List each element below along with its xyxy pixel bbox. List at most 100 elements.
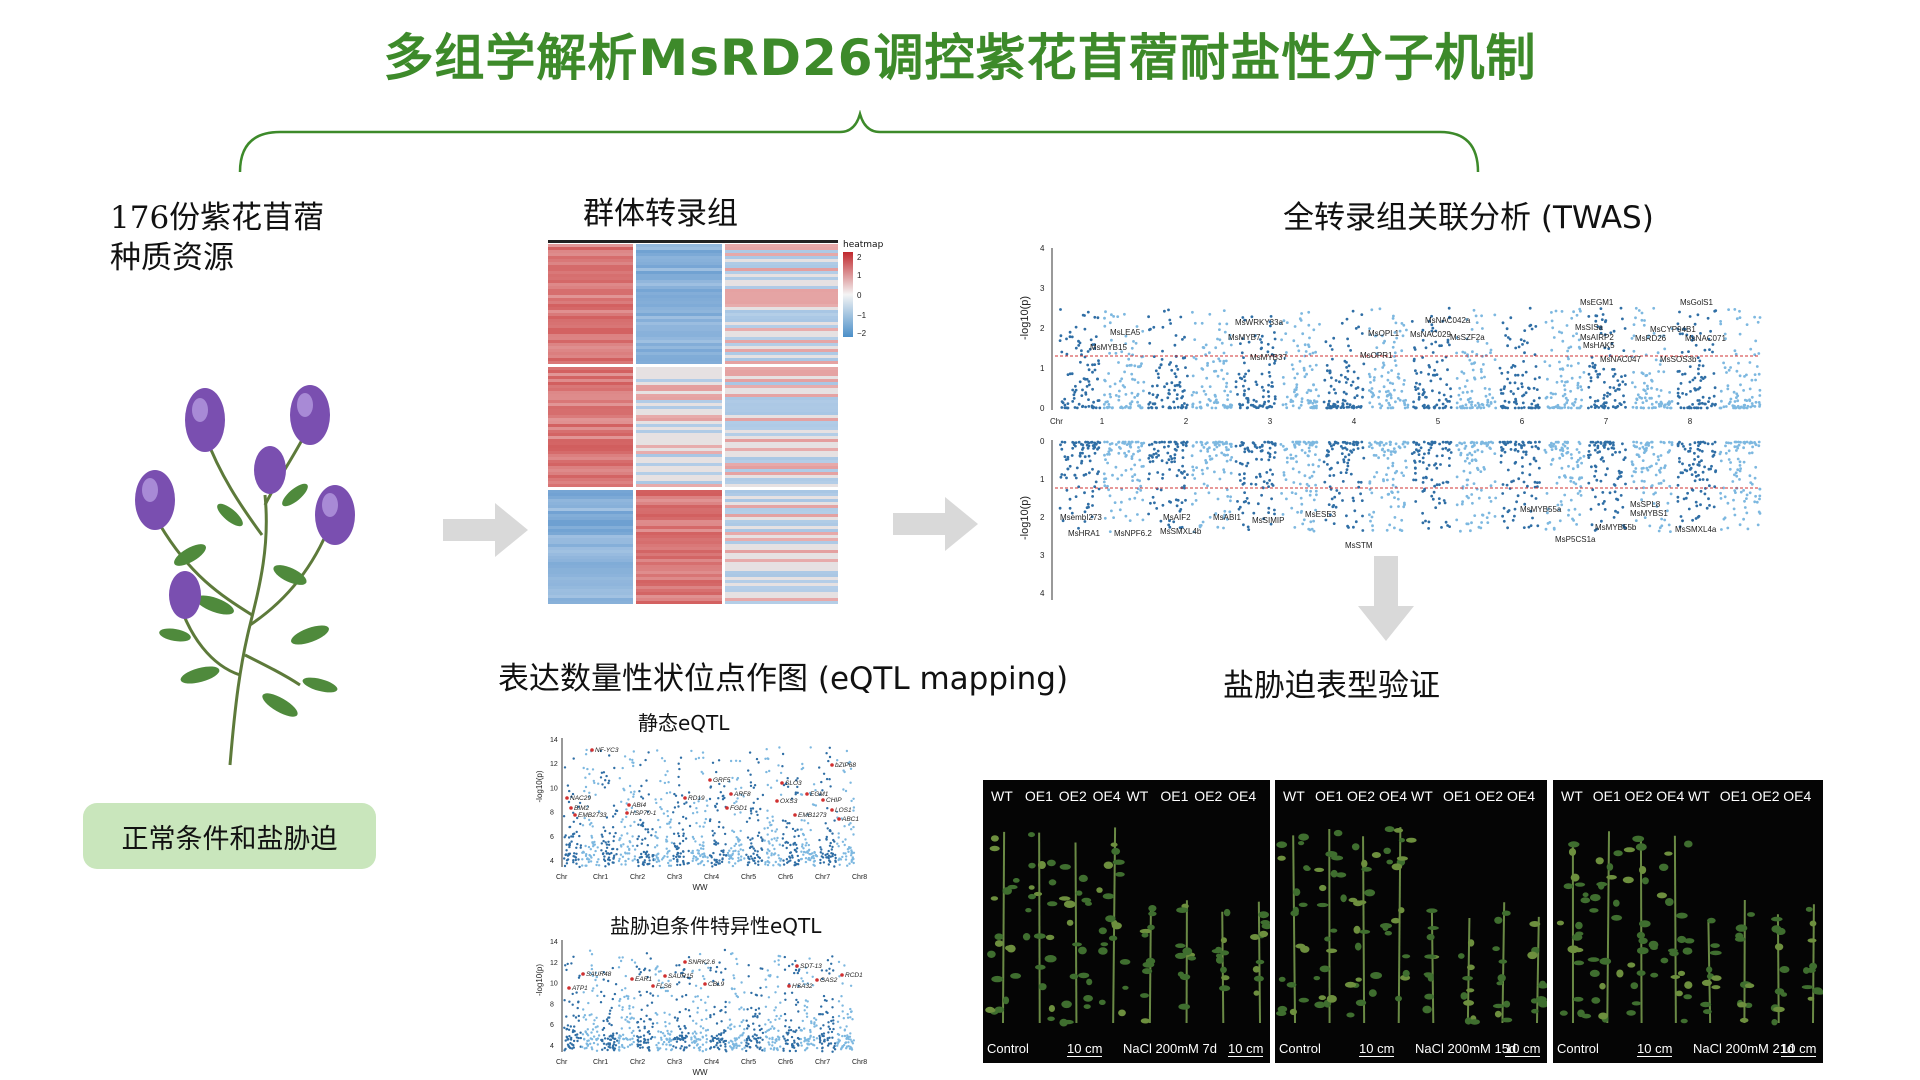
eqtl-point <box>740 843 743 846</box>
twas-point <box>1263 440 1267 444</box>
twas-point <box>1442 499 1446 502</box>
twas-point <box>1593 529 1597 532</box>
twas-point <box>1461 350 1465 354</box>
twas-point <box>1561 339 1565 343</box>
twas-point <box>1727 458 1731 461</box>
eqtl-point <box>606 858 610 861</box>
twas-point <box>1310 368 1314 371</box>
eqtl-point <box>584 1018 588 1021</box>
twas-point <box>1344 381 1348 384</box>
twas-gene-label: MsNAC029 <box>1410 330 1451 339</box>
eqtl-point <box>679 1047 682 1050</box>
twas-point <box>1166 396 1170 400</box>
twas-point <box>1635 398 1639 401</box>
eqtl-point <box>768 861 771 864</box>
eqtl-point <box>656 853 659 856</box>
eqtl-point <box>609 1009 612 1012</box>
twas-point <box>1269 324 1272 328</box>
eqtl-point <box>635 965 638 968</box>
twas-point <box>1300 312 1303 315</box>
twas-point <box>1317 464 1320 468</box>
twas-point <box>1174 441 1178 444</box>
twas-point <box>1279 322 1283 325</box>
twas-point <box>1108 385 1112 388</box>
twas-point <box>1433 463 1436 467</box>
twas-point <box>1367 445 1371 448</box>
eqtl-point <box>724 1000 727 1004</box>
eqtl-point <box>651 994 655 997</box>
twas-point <box>1566 446 1569 450</box>
eqtl-point <box>724 1029 727 1033</box>
eqtl-point <box>709 1015 712 1019</box>
twas-point <box>1396 375 1400 379</box>
eqtl-point <box>592 1041 596 1045</box>
eqtl-point <box>774 860 777 864</box>
twas-point <box>1725 441 1728 444</box>
eqtl-point <box>844 852 847 855</box>
heatmap-cell <box>725 244 838 247</box>
twas-point <box>1522 480 1526 484</box>
twas-point <box>1473 377 1477 381</box>
twas-point <box>1576 384 1580 387</box>
twas-point <box>1389 505 1393 509</box>
eqtl-point <box>659 1047 662 1050</box>
eqtl-point <box>584 753 588 756</box>
heatmap-cell <box>725 481 838 484</box>
twas-point <box>1262 517 1266 521</box>
heatmap-cell <box>548 469 633 472</box>
twas-point <box>1136 450 1140 453</box>
eqtl-point <box>617 1036 620 1039</box>
twas-point <box>1085 377 1089 381</box>
twas-point <box>1493 358 1497 361</box>
twas-point <box>1344 471 1348 474</box>
eqtl-point <box>777 854 780 857</box>
twas-point <box>1590 465 1593 469</box>
twas-point <box>1160 398 1164 402</box>
twas-point <box>1590 355 1594 359</box>
eqtl-point <box>586 1028 589 1031</box>
twas-chr-tick: 2 <box>1184 417 1189 426</box>
eqtl-point <box>681 839 685 843</box>
eqtl-point <box>767 840 770 843</box>
eqtl-point <box>705 1009 708 1012</box>
twas-point <box>1417 392 1421 396</box>
eqtl-point <box>647 853 650 856</box>
twas-ylabel-top: -log10(p) <box>1019 296 1031 340</box>
eqtl-point <box>703 821 706 824</box>
twas-point <box>1229 390 1232 393</box>
twas-point <box>1347 453 1351 457</box>
eqtl-point <box>695 1022 698 1025</box>
eqtl-point <box>588 949 592 952</box>
twas-point <box>1300 400 1304 404</box>
twas-point <box>1745 440 1749 444</box>
eqtl-point <box>720 849 723 853</box>
eqtl-point <box>781 752 785 756</box>
eqtl-point <box>605 816 609 819</box>
twas-point <box>1371 528 1375 532</box>
twas-point <box>1255 457 1258 461</box>
eqtl-point <box>809 791 812 795</box>
twas-point <box>1688 443 1692 446</box>
twas-point <box>1241 337 1245 340</box>
eqtl-point <box>596 994 599 997</box>
eqtl-point <box>649 957 652 960</box>
twas-point <box>1087 405 1091 408</box>
eqtl-point <box>717 759 721 762</box>
twas-point <box>1527 387 1531 391</box>
eqtl-point <box>662 1040 666 1044</box>
twas-point <box>1159 519 1163 523</box>
heatmap-cell <box>636 505 722 508</box>
eqtl-point <box>728 849 731 852</box>
twas-point <box>1389 394 1393 397</box>
twas-point <box>1117 361 1120 364</box>
eqtl-point <box>605 843 609 846</box>
twas-point <box>1474 404 1477 407</box>
twas-point <box>1688 365 1692 368</box>
eqtl-point <box>599 1001 603 1004</box>
twas-point <box>1290 506 1294 510</box>
twas-point <box>1359 492 1362 496</box>
eqtl-point <box>824 853 827 857</box>
twas-point <box>1668 440 1671 444</box>
twas-point <box>1362 456 1366 460</box>
